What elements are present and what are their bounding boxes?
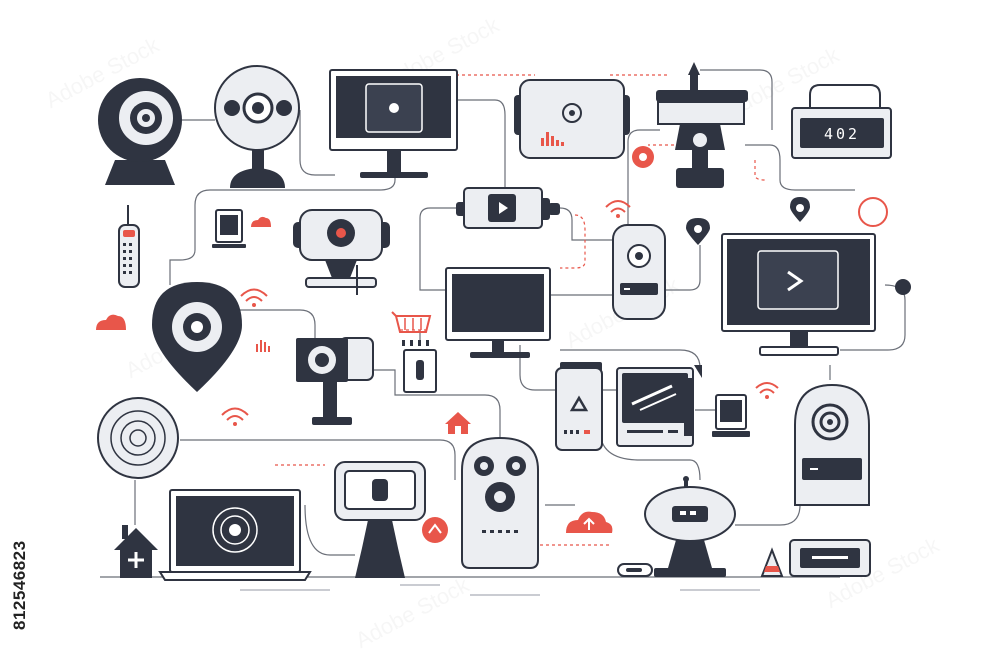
robot-icon	[461, 436, 539, 569]
smart-hub-icon	[794, 383, 870, 506]
cloud-icon	[251, 216, 271, 227]
door-sensor-icon	[402, 340, 437, 393]
speaker-icon	[612, 224, 666, 320]
sensor-icon	[617, 563, 653, 577]
location-pin-icon	[686, 218, 710, 245]
cctv-icon	[296, 337, 374, 425]
wifi-icon	[240, 288, 268, 307]
home-icon	[445, 412, 471, 434]
lock-icon: 402	[791, 84, 892, 159]
smoke-detector-icon	[97, 397, 179, 479]
monitor-icon	[445, 267, 551, 358]
cloud-icon	[96, 314, 126, 330]
wifi-icon	[221, 407, 249, 426]
laptop-icon	[158, 489, 312, 581]
tablet-icon	[212, 209, 246, 248]
beacon-icon	[760, 547, 784, 577]
lock-display-code: 402	[824, 125, 860, 143]
gauge-icon	[422, 517, 448, 543]
robot-icon	[644, 476, 736, 577]
stock-image-id: 812546823	[10, 540, 29, 630]
router-icon	[789, 539, 871, 577]
projector-icon	[616, 365, 702, 447]
tv-icon	[721, 233, 911, 356]
projector-icon	[514, 79, 630, 159]
wifi-icon	[755, 382, 779, 399]
monitor-icon	[329, 69, 458, 178]
wifi-icon	[605, 200, 631, 218]
gauge-icon	[256, 340, 270, 352]
home-icon	[114, 525, 158, 578]
remote-icon	[118, 205, 140, 288]
webcam-icon	[98, 78, 182, 185]
media-hub-icon	[456, 187, 560, 229]
cctv-icon	[632, 62, 748, 188]
tablet-icon	[712, 394, 750, 437]
webcam-icon	[334, 461, 426, 578]
camera-icon	[214, 65, 300, 188]
basket-icon	[391, 311, 432, 333]
alarm-panel-icon	[555, 362, 603, 451]
cloud-icon	[566, 511, 613, 533]
location-pin-icon	[790, 197, 888, 227]
webcam-icon	[293, 209, 390, 295]
location-pin-icon	[152, 282, 242, 392]
